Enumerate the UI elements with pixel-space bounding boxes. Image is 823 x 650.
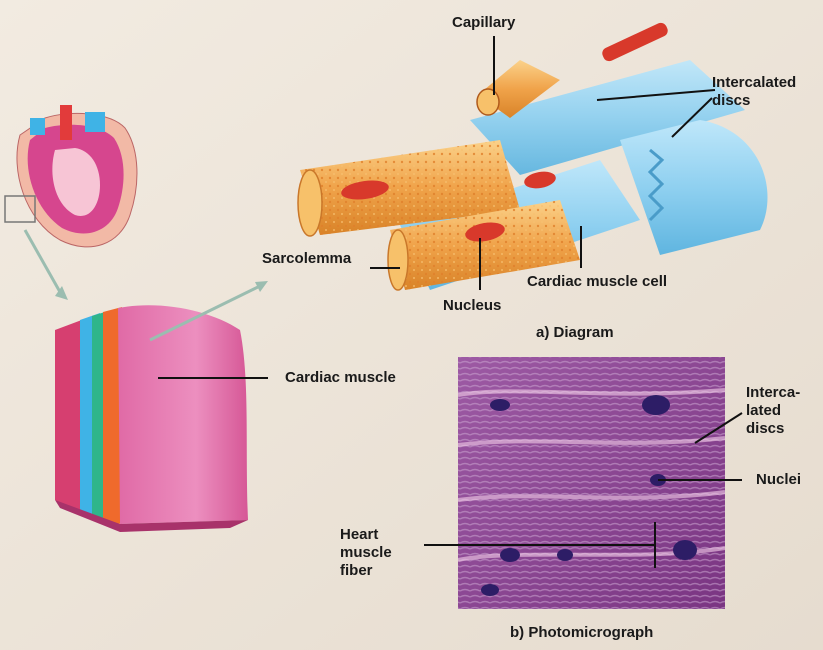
label-intercalated-discs-diagram: Intercalated discs <box>712 74 796 110</box>
label-intercalated-discs-micrograph: Interca- lated discs <box>746 384 800 438</box>
label-intercalated-discs-micrograph-line3: discs <box>746 420 800 438</box>
label-nuclei: Nuclei <box>756 471 801 489</box>
label-intercalated-discs-micrograph-line2: lated <box>746 402 800 420</box>
label-intercalated-discs-micrograph-line1: Interca- <box>746 384 800 402</box>
label-intercalated-discs-diagram-line1: Intercalated <box>712 74 796 92</box>
label-sarcolemma: Sarcolemma <box>262 250 351 268</box>
label-cardiac-muscle-cell: Cardiac muscle cell <box>527 273 667 291</box>
label-heart-muscle-fiber-line3: fiber <box>340 562 392 580</box>
label-heart-muscle-fiber: Heart muscle fiber <box>340 526 392 580</box>
label-heart-muscle-fiber-line1: Heart <box>340 526 392 544</box>
label-heart-muscle-fiber-line2: muscle <box>340 544 392 562</box>
caption-diagram: a) Diagram <box>536 324 614 342</box>
caption-photomicrograph: b) Photomicrograph <box>510 624 653 642</box>
label-capillary: Capillary <box>452 14 515 32</box>
label-nucleus: Nucleus <box>443 297 501 315</box>
label-cardiac-muscle: Cardiac muscle <box>285 369 396 387</box>
label-intercalated-discs-diagram-line2: discs <box>712 92 796 110</box>
micrograph-image <box>458 357 725 609</box>
